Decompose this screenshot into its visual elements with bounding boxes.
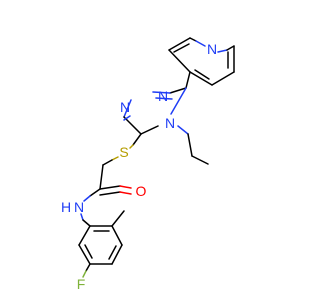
bond [84,244,93,259]
bond [195,40,206,47]
bond [89,188,101,197]
bond [108,245,117,260]
bond [170,87,187,115]
bond [155,97,173,100]
pyridine-nitrogen-label: N [207,41,217,57]
molecule-structure: N N N N S O N H F [61,37,235,292]
bond [78,225,91,246]
bond [82,219,91,227]
bond [129,144,134,149]
bond [177,125,189,135]
bond [123,115,131,121]
bond [80,213,84,221]
bond [123,99,132,118]
bond [211,71,235,86]
molecule-canvas: N N N N S O N H F [60,37,235,292]
bond [99,191,121,196]
fluorine-label: F [77,276,86,292]
bond [132,133,142,146]
amide-nitrogen-label: N [74,199,84,215]
bond [194,69,210,80]
bond [111,225,123,246]
bond [111,210,125,227]
oxygen-label: O [136,183,147,199]
bond [99,164,104,190]
bond [217,49,228,53]
bond [189,71,213,86]
bond [168,37,191,51]
bond [85,263,91,272]
phenyl-ring [78,225,123,265]
amide-hydrogen-label: H [61,199,71,215]
bond [119,191,132,195]
bond [123,116,142,135]
bond [187,133,193,157]
bond [83,195,91,202]
bond [140,125,159,135]
triazole-nitrogen-top-label: N [158,88,168,104]
bond [152,91,171,94]
bond [191,155,209,165]
bond [111,156,119,161]
triazole-nitrogen-left-label: N [120,99,130,115]
sulfur-label: S [119,144,128,160]
bond [189,37,197,42]
bond [102,159,113,166]
bond [173,43,190,53]
pyridine-ring [168,37,235,86]
bond [168,49,191,73]
bond [226,45,235,51]
bond [111,244,123,265]
bond [169,87,187,94]
bond [78,244,91,265]
bond [82,270,87,278]
triazole-ring [123,87,187,135]
triazole-nitrogen-ethyl-label: N [165,115,175,131]
bond [119,185,132,189]
bond [99,185,121,190]
bond [185,71,191,89]
